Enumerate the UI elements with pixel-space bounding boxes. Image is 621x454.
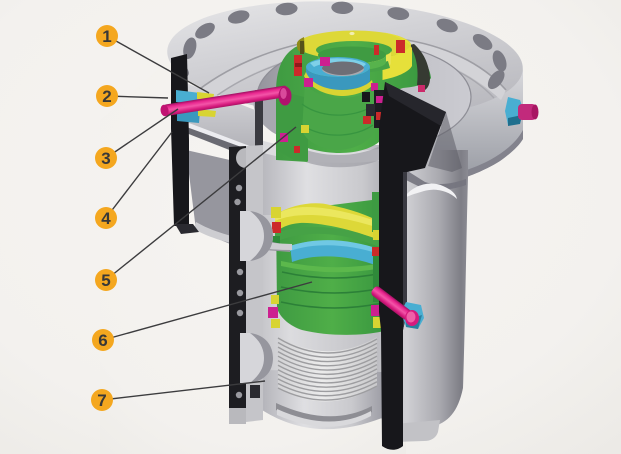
- svg-text:7: 7: [97, 391, 106, 410]
- svg-text:3: 3: [101, 149, 110, 168]
- svg-text:2: 2: [102, 87, 111, 106]
- svg-text:1: 1: [102, 27, 111, 46]
- svg-text:5: 5: [101, 271, 110, 290]
- svg-text:4: 4: [101, 209, 111, 228]
- svg-text:6: 6: [98, 331, 107, 350]
